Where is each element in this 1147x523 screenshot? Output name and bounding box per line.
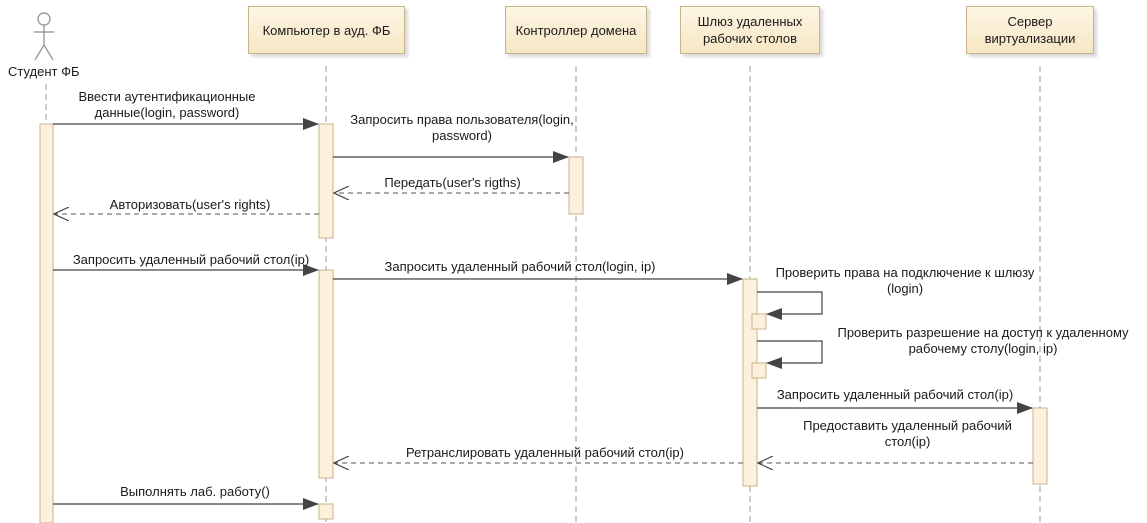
message-m11-label: Ретранслировать удаленный рабочий стол(i…	[406, 445, 684, 460]
activation-gateway-self-1	[751, 313, 767, 330]
participant-computer: Компьютер в ауд. ФБ	[248, 6, 405, 54]
message-m1-label: Ввести аутентификационные данные(login, …	[78, 89, 256, 120]
activation-student	[39, 123, 54, 523]
message-m6-label: Запросить удаленный рабочий стол(login, …	[384, 259, 656, 274]
activation-computer-1	[318, 123, 334, 239]
participant-gateway: Шлюз удаленных рабочих столов	[680, 6, 820, 54]
message-m9-label: Запросить удаленный рабочий стол(ip)	[776, 387, 1014, 402]
message-m8-arrow	[757, 340, 823, 369]
activation-virt-server	[1032, 407, 1048, 485]
participant-student: Студент ФБ	[8, 64, 80, 79]
activation-computer-2	[318, 269, 334, 479]
actor-icon	[34, 12, 54, 61]
participant-virt-server: Сервер виртуализации	[966, 6, 1094, 54]
activation-computer-3	[318, 503, 334, 520]
message-m5-label: Запросить удаленный рабочий стол(ip)	[72, 252, 310, 267]
activation-domain-controller	[568, 156, 584, 215]
message-m2-label: Запросить права пользователя(login, pass…	[350, 112, 574, 143]
participant-domain-controller: Контроллер домена	[505, 6, 647, 54]
activation-gateway	[742, 278, 758, 487]
message-m7-label: Проверить права на подключение к шлюзу (…	[775, 265, 1035, 296]
message-m8-label: Проверить разрешение на доступ к удаленн…	[837, 325, 1129, 356]
message-m7-arrow	[757, 291, 823, 320]
message-m4-label: Авторизовать(user's rights)	[109, 197, 271, 212]
message-m10-label: Предоставить удаленный рабочий стол(ip)	[803, 418, 1012, 449]
message-m12-label: Выполнять лаб. работу()	[120, 484, 270, 499]
message-m3-label: Передать(user's rigths)	[384, 175, 521, 190]
activation-gateway-self-2	[751, 362, 767, 379]
